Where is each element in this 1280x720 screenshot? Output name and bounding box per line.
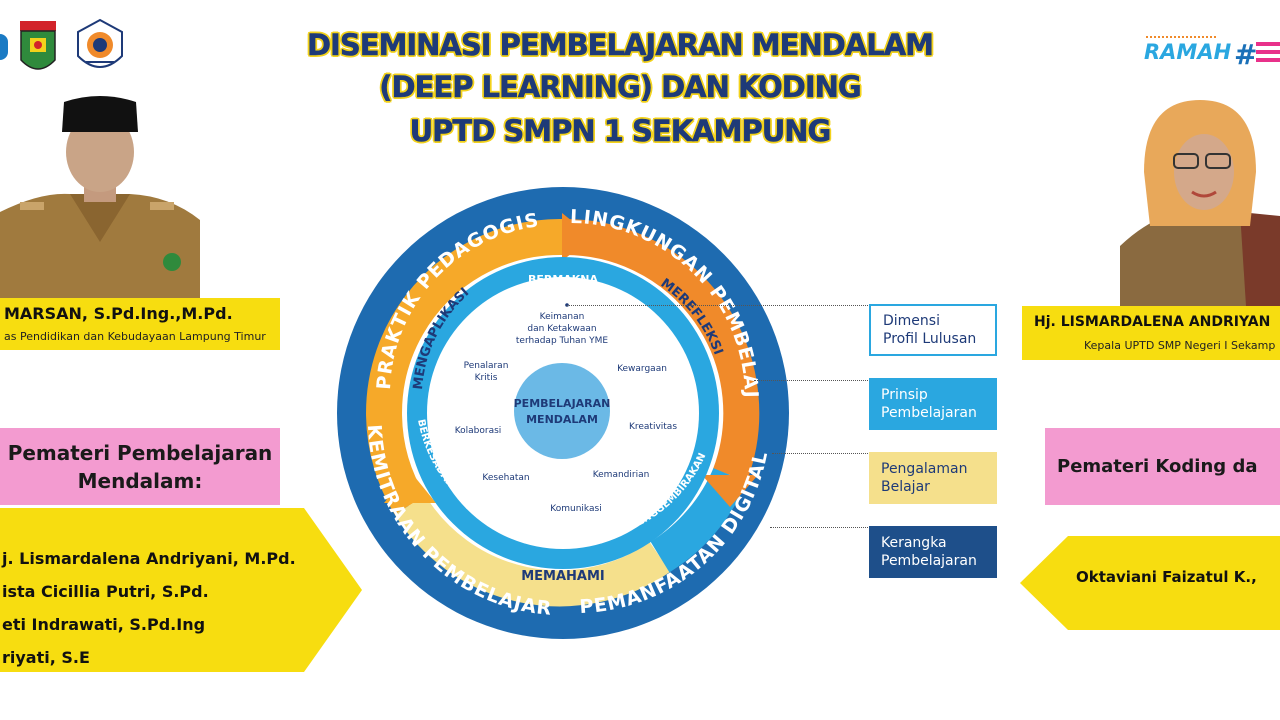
right-person-name: Hj. LISMARDALENA ANDRIYAN [1034,314,1271,330]
right-presenters-heading-text: Pemateri Koding da [1057,456,1258,477]
dimension-penalaran-1: Penalaran [464,361,509,371]
dimension-kreativitas: Kreativitas [629,422,677,432]
center-label-line1: PEMBELAJARAN [514,397,611,410]
dimension-kewargaan: Kewargaan [617,364,667,374]
dimension-komunikasi: Komunikasi [550,504,601,514]
arrowhead-right [702,475,758,507]
left-presenters-heading: Pemateri Pembelajaran Mendalam: [0,428,280,505]
left-presenters-arrow [0,508,362,672]
ramah-logo-text: RAMAH [1144,40,1232,64]
right-presenter-1: Oktaviani Faizatul K., [1076,568,1257,586]
left-presenter-1: j. Lismardalena Andriyani, M.Pd. [2,549,296,568]
title-line-1: DISEMINASI PEMBELAJARAN MENDALAM [306,28,935,63]
legend-dimensi-profil-lulusan: Dimensi Profil Lulusan [869,304,997,356]
legend-dimensi-line1: Dimensi [883,313,940,329]
hashtag-logo-icon: # [1234,38,1258,71]
orange-arc [562,218,760,482]
legend-kerangka-line2: Pembelajaran [881,553,977,569]
center-circle [514,363,610,459]
arrowhead-top [562,213,592,261]
connector-dimensi [567,305,868,306]
legend-kerangka-line1: Kerangka [881,535,947,551]
left-person-name: MARSAN, S.Pd.Ing.,M.Pd. [4,304,233,323]
center-label-line2: MENDALAM [526,413,598,426]
legend-kerangka-pembelajaran: Kerangka Pembelajaran [869,526,997,578]
legend-prinsip-pembelajaran: Prinsip Pembelajaran [869,378,997,430]
partial-logo-icon [0,34,8,60]
left-person-name-box: MARSAN, S.Pd.Ing.,M.Pd. as Pendidikan da… [0,298,280,350]
right-person-name-box: Hj. LISMARDALENA ANDRIYAN Kepala UPTD SM… [1022,306,1280,360]
title-line-2: (DEEP LEARNING) DAN KODING [379,70,862,105]
light-yellow-arc [394,495,671,607]
hashtag-logo-stripes [1256,42,1280,68]
ramah-logo: RAMAH [1140,36,1231,76]
legend-pengalaman-line1: Pengalaman [881,461,968,477]
deep-learning-diagram: PRAKTIK PEDAGOGIS LINGKUNGAN PEMBELAJARA… [330,185,789,639]
dimension-kolaborasi: Kolaborasi [455,426,502,436]
left-presenters-heading-line2: Mendalam: [77,468,203,493]
legend-pengalaman-line2: Belajar [881,479,930,495]
right-presenters-heading: Pemateri Koding da [1045,428,1280,505]
logo-strip-left [0,18,130,82]
dimension-keimanan-3: terhadap Tuhan YME [516,336,609,346]
inner-label-top: BERMAKNA [528,273,599,286]
left-person-photo [0,96,200,298]
arrowhead-left [384,471,436,503]
legend-prinsip-line1: Prinsip [881,387,928,403]
legend-dimensi-line2: Profil Lulusan [883,331,977,347]
yellow-orange-arc [366,218,564,515]
dimension-keimanan-1: Keimanan [540,312,585,322]
dimension-keimanan-2: dan Ketakwaan [527,324,596,334]
regency-crest-icon [20,21,56,70]
dimension-kesehatan: Kesehatan [482,473,529,483]
left-presenter-4: riyati, S.E [2,648,90,667]
right-person-role: Kepala UPTD SMP Negeri I Sekamp [1084,339,1276,352]
title-line-3: UPTD SMPN 1 SEKAMPUNG [409,114,831,149]
ramah-logo-dots [1146,36,1216,42]
connector-kerangka [770,527,868,528]
connector-pengalaman [772,453,868,454]
legend-prinsip-line2: Pembelajaran [881,405,977,421]
dimension-kemandirian: Kemandirian [593,470,650,480]
connector-prinsip [754,380,868,381]
right-person-photo [1120,100,1280,306]
left-person-role: as Pendidikan dan Kebudayaan Lampung Tim… [4,330,266,343]
middle-label-bottom: MEMAHAMI [521,569,605,584]
left-presenter-3: eti Indrawati, S.Pd.Ing [2,615,206,634]
legend-pengalaman-belajar: Pengalaman Belajar [869,452,997,504]
right-presenters-arrow [1020,536,1280,630]
school-emblem-icon [77,18,123,68]
left-presenters-heading-line1: Pemateri Pembelajaran [7,440,273,465]
left-presenter-2: ista Cicillia Putri, S.Pd. [2,582,209,601]
dimension-penalaran-2: Kritis [475,373,498,383]
